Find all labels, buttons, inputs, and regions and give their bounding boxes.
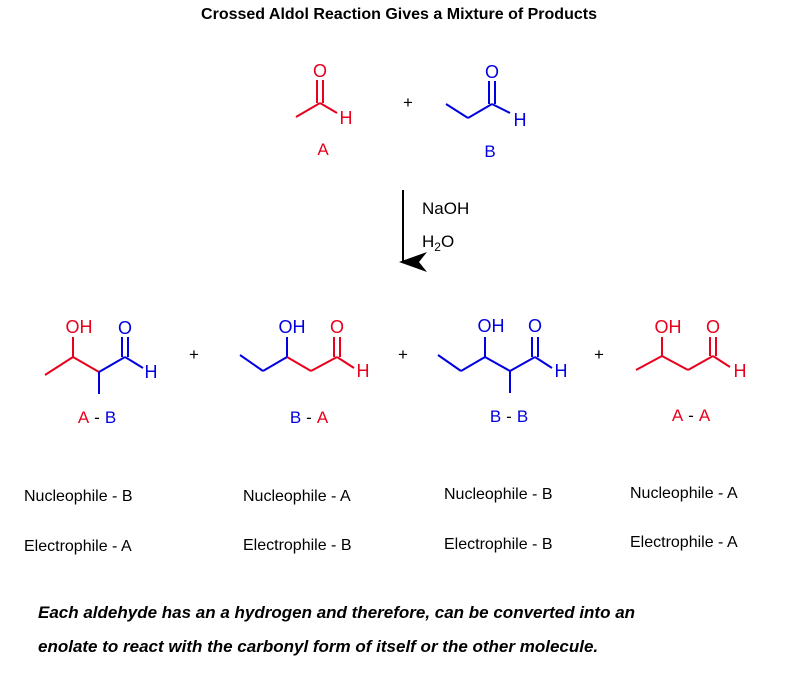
caption-electrophile: Electrophile - B (243, 537, 352, 554)
bond (295, 102, 321, 118)
bond (286, 356, 312, 372)
bond (534, 356, 553, 369)
product-b-a-structure (239, 337, 355, 372)
caption-electrophile: Electrophile - A (24, 538, 132, 555)
product-label-b-b: B-B (490, 407, 528, 426)
hydroxyl-group: OH (478, 316, 505, 336)
bond (124, 356, 144, 369)
atom-hydrogen: H (734, 361, 747, 381)
reactant-a-label: A (317, 140, 329, 159)
bond (44, 356, 74, 376)
reactant-a-structure (295, 80, 338, 118)
bond (484, 356, 511, 372)
atom-oxygen: O (330, 317, 344, 337)
explanation-line-1: Each aldehyde has an a hydrogen and ther… (38, 603, 636, 622)
hydroxyl-group: OH (655, 317, 682, 337)
bond (98, 356, 126, 373)
product-label-a-a: A-A (672, 406, 711, 425)
atom-oxygen: O (706, 317, 720, 337)
solvent-water: H2O (422, 232, 454, 254)
bond (509, 356, 536, 372)
explanation-line-2: enolate to react with the carbonyl form … (38, 637, 599, 656)
caption-nucleophile: Nucleophile - A (630, 485, 738, 502)
bond (319, 102, 338, 114)
atom-hydrogen: H (357, 361, 370, 381)
bond (661, 355, 689, 371)
product-a-b-structure (44, 337, 144, 394)
product-label-a-b: A-B (78, 408, 116, 427)
reagent-naoh: NaOH (422, 199, 469, 218)
bond (239, 354, 264, 372)
atom-hydrogen: H (340, 108, 353, 128)
reactant-b-structure (445, 81, 511, 119)
plus-sign: + (594, 345, 604, 364)
product-label-b-a: B-A (290, 408, 329, 427)
plus-sign: + (403, 93, 413, 112)
atom-oxygen: O (485, 62, 499, 82)
bond (491, 103, 511, 114)
hydroxyl-group: OH (66, 317, 93, 337)
hydroxyl-group: OH (279, 317, 306, 337)
bond (262, 356, 288, 372)
bond (336, 356, 355, 369)
plus-sign: + (189, 345, 199, 364)
bond (310, 356, 338, 372)
atom-oxygen: O (118, 318, 132, 338)
reactant-b-label: B (484, 142, 495, 161)
caption-electrophile: Electrophile - A (630, 534, 738, 551)
bond (687, 355, 714, 371)
bond (460, 356, 486, 372)
atom-oxygen: O (313, 61, 327, 81)
caption-nucleophile: Nucleophile - B (24, 488, 133, 505)
atom-hydrogen: H (514, 110, 527, 130)
atom-hydrogen: H (555, 361, 568, 381)
caption-electrophile: Electrophile - B (444, 536, 553, 553)
atom-oxygen: O (528, 316, 542, 336)
bond (712, 355, 731, 368)
caption-nucleophile: Nucleophile - A (243, 488, 351, 505)
product-b-b-structure (437, 337, 553, 393)
bond (445, 103, 469, 119)
atom-hydrogen: H (145, 362, 158, 382)
diagram-title: Crossed Aldol Reaction Gives a Mixture o… (201, 6, 597, 23)
bond (437, 354, 462, 372)
bond (72, 356, 100, 373)
bond (635, 355, 663, 371)
caption-nucleophile: Nucleophile - B (444, 486, 553, 503)
product-a-a-structure (635, 337, 731, 371)
bond (467, 103, 493, 119)
plus-sign: + (398, 345, 408, 364)
